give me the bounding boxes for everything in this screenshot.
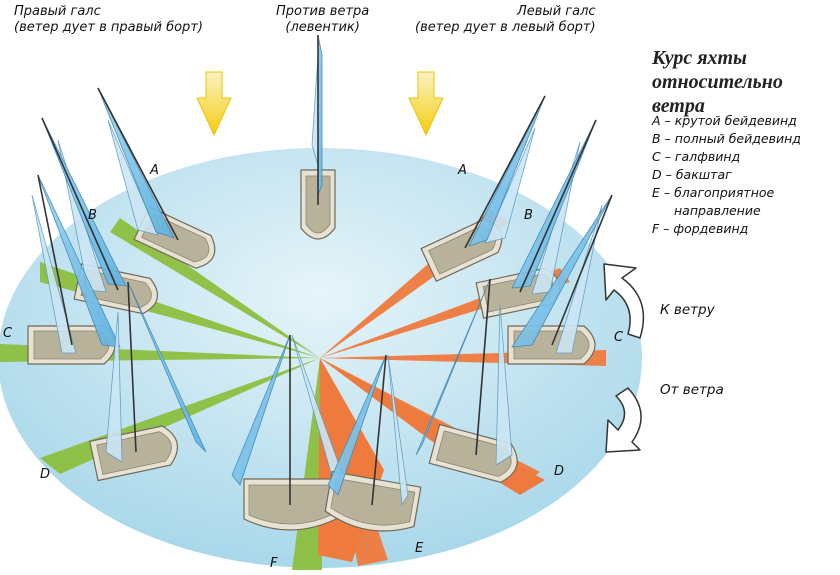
legend-title-line1: Курс яхты <box>652 47 747 69</box>
sailboat-icon <box>507 194 613 365</box>
legend-item: D – бакштаг <box>652 167 732 182</box>
curved-arrow-down-icon <box>605 387 642 453</box>
sailboat-icon <box>475 119 597 319</box>
sailboat-icon <box>97 87 216 269</box>
right-tack-caption: Правый галс (ветер дует в правый борт) <box>14 4 203 36</box>
wind-arrow-icon <box>408 71 444 137</box>
to-wind-label: К ветру <box>660 302 715 318</box>
legend-title-line2: относительно ветра <box>652 71 783 117</box>
legend-title: Курс яхты относительно ветра <box>652 46 840 118</box>
sailboat-icon <box>300 34 336 240</box>
point-c-left: C <box>3 326 13 341</box>
boats-layer <box>27 34 613 532</box>
head-to-wind-title: Против ветра <box>276 4 370 19</box>
legend-item: Е – благоприятное <box>652 185 775 200</box>
sailboat-icon <box>324 354 422 532</box>
legend-item: А – крутой бейдевинд <box>652 113 797 128</box>
head-to-wind-subtitle: (левентик) <box>285 20 360 35</box>
legend-item: С – галфвинд <box>652 149 741 164</box>
sailboat-icon <box>27 174 121 365</box>
point-e: E <box>415 541 424 556</box>
legend-item: направление <box>674 203 761 218</box>
sailboat-icon <box>415 278 518 483</box>
sailboat-icon <box>231 334 351 531</box>
right-tack-subtitle: (ветер дует в правый борт) <box>14 20 203 35</box>
point-b-right: B <box>524 208 533 223</box>
legend-item: F – фордевинд <box>652 221 749 236</box>
left-tack-title: Левый галс <box>517 4 596 19</box>
point-d-right: D <box>554 464 565 479</box>
from-wind-label: От ветра <box>660 382 724 398</box>
left-tack-subtitle: (ветер дует в левый борт) <box>415 20 596 35</box>
legend-list: А – крутой бейдевинд В – полный бейдевин… <box>652 112 838 238</box>
curved-arrow-up-icon <box>603 263 645 339</box>
sailboat-icon <box>420 95 546 283</box>
wind-arrow-icon <box>196 71 232 137</box>
point-f: F <box>270 556 278 571</box>
right-tack-title: Правый галс <box>14 4 101 19</box>
point-a-left: A <box>150 163 159 178</box>
sailboat-icon <box>89 281 207 482</box>
point-a-right: A <box>458 163 467 178</box>
head-to-wind-caption: Против ветра (левентик) <box>276 4 369 36</box>
legend-item: В – полный бейдевинд <box>652 131 801 146</box>
point-c-right: C <box>614 330 624 345</box>
point-b-left: B <box>88 208 97 223</box>
left-tack-caption: Левый галс (ветер дует в левый борт) <box>415 4 596 36</box>
point-d-left: D <box>40 467 51 482</box>
